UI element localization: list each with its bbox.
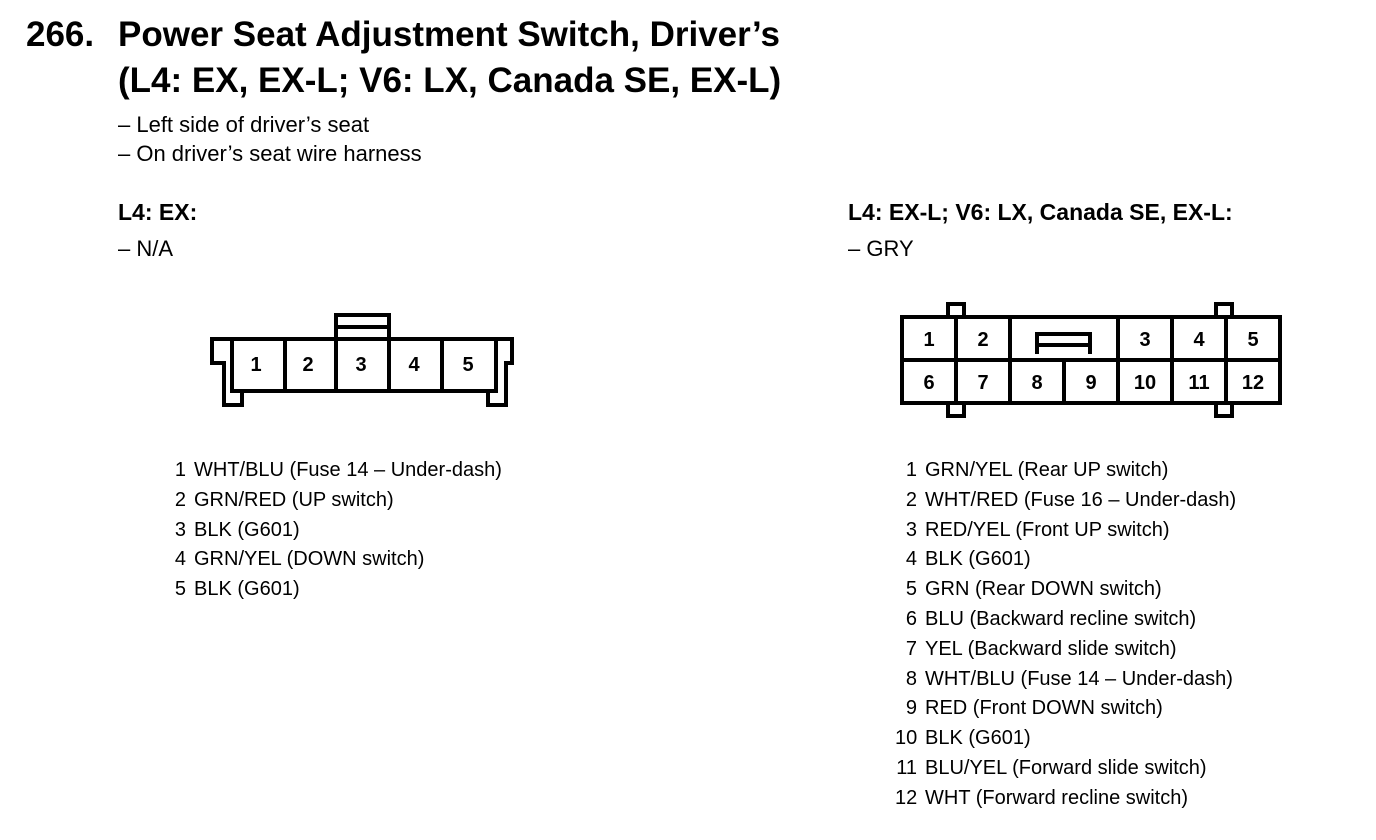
pin-description: BLK (G601): [194, 578, 300, 601]
list-item: 1 WHT/BLU (Fuse 14 – Under-dash): [164, 456, 502, 486]
left-cavity-4: 4: [408, 354, 420, 376]
left-connector-heading: L4: EX:: [118, 199, 198, 225]
right-connector-color: – GRY: [848, 236, 914, 261]
pin-number: 3: [174, 518, 186, 541]
list-item: 2 GRN/RED (UP switch): [164, 486, 502, 516]
pin-number: 5: [174, 578, 186, 601]
list-item: 5 BLK (G601): [164, 575, 502, 605]
alignment-tab: [1214, 401, 1234, 418]
pin-number: 10: [895, 727, 918, 750]
pin-number: 7: [905, 637, 917, 660]
alignment-tab: [1214, 302, 1234, 319]
page-subtitle: (L4: EX, EX-L; V6: LX, Canada SE, EX-L): [118, 61, 782, 100]
list-item: 3 RED/YEL (Front UP switch): [895, 516, 1236, 546]
right-cavity-2: 2: [977, 329, 988, 351]
pin-number: 4: [905, 548, 917, 571]
pin-number: 1: [905, 459, 917, 481]
list-item: 6 BLU (Backward recline switch): [895, 605, 1236, 635]
right-cavity-5: 5: [1247, 329, 1258, 351]
left-cavity-2: 2: [302, 354, 313, 376]
pin-number: 1: [174, 459, 186, 481]
pin-number: 11: [896, 756, 917, 779]
pin-description: BLK (G601): [925, 727, 1031, 750]
right-cavity-10: 10: [1134, 372, 1156, 394]
right-connector-diagram: 1 2 3 4 5 6 7 8 9 10 11 12: [900, 302, 1282, 418]
right-cavity-11: 11: [1188, 372, 1209, 394]
pin-description: BLU/YEL (Forward slide switch): [925, 756, 1207, 779]
pin-number: 9: [905, 697, 917, 720]
pin-number: 2: [174, 488, 186, 511]
list-item: 8 WHT/BLU (Fuse 14 – Under-dash): [895, 665, 1236, 695]
list-item: 3 BLK (G601): [164, 516, 502, 546]
left-connector-color: – N/A: [118, 236, 174, 261]
pin-description: RED/YEL (Front UP switch): [925, 518, 1170, 541]
right-cavity-1: 1: [923, 329, 934, 351]
list-item: 9 RED (Front DOWN switch): [895, 694, 1236, 724]
pin-number: 4: [174, 548, 186, 571]
location-line-1: – Left side of driver’s seat: [118, 112, 370, 137]
pin-description: BLK (G601): [194, 518, 300, 541]
pin-number: 8: [905, 667, 917, 690]
left-cavity-1: 1: [250, 354, 261, 376]
pin-number: 2: [905, 488, 917, 511]
alignment-tab: [946, 302, 966, 319]
right-cavity-12: 12: [1242, 372, 1264, 394]
pin-number: 5: [905, 578, 917, 601]
location-line-2: – On driver’s seat wire harness: [118, 141, 422, 166]
list-item: 10 BLK (G601): [895, 724, 1236, 754]
list-item: 1 GRN/YEL (Rear UP switch): [895, 456, 1236, 486]
pin-description: GRN/RED (UP switch): [194, 488, 394, 511]
left-cavity-5: 5: [462, 354, 473, 376]
pin-description: GRN/YEL (Rear UP switch): [925, 459, 1169, 481]
section-number: 266.: [26, 15, 95, 54]
page-title: Power Seat Adjustment Switch, Driver’s: [118, 15, 780, 54]
pin-number: 12: [895, 786, 918, 809]
list-item: 11 BLU/YEL (Forward slide switch): [895, 754, 1236, 784]
right-cavity-7: 7: [977, 372, 988, 394]
pin-number: 6: [905, 607, 917, 630]
list-item: 12 WHT (Forward recline switch): [895, 784, 1236, 814]
left-cavity-3: 3: [355, 354, 366, 376]
pin-description: GRN (Rear DOWN switch): [925, 578, 1162, 601]
pin-description: WHT (Forward recline switch): [925, 786, 1188, 809]
alignment-tab: [946, 401, 966, 418]
right-connector-heading: L4: EX-L; V6: LX, Canada SE, EX-L:: [848, 199, 1233, 225]
list-item: 4 GRN/YEL (DOWN switch): [164, 545, 502, 575]
list-item: 5 GRN (Rear DOWN switch): [895, 575, 1236, 605]
right-cavity-9: 9: [1085, 372, 1096, 394]
list-item: 7 YEL (Backward slide switch): [895, 635, 1236, 665]
pin-description: GRN/YEL (DOWN switch): [194, 548, 425, 571]
pin-description: WHT/BLU (Fuse 14 – Under-dash): [925, 667, 1233, 690]
pin-number: 3: [905, 518, 917, 541]
left-pin-list: 1 WHT/BLU (Fuse 14 – Under-dash) 2 GRN/RED…: [164, 456, 502, 605]
pin-description: RED (Front DOWN switch): [925, 697, 1163, 720]
pin-description: YEL (Backward slide switch): [925, 637, 1177, 660]
right-cavity-3: 3: [1139, 329, 1150, 351]
right-cavity-6: 6: [923, 372, 934, 394]
pin-description: BLU (Backward recline switch): [925, 607, 1197, 630]
list-item: 4 BLK (G601): [895, 545, 1236, 575]
right-cavity-4: 4: [1193, 329, 1205, 351]
right-pin-list: 1 GRN/YEL (Rear UP switch) 2 WHT/RED (Fuse…: [895, 456, 1236, 814]
left-connector-diagram: 1 2 3 4 5: [210, 313, 514, 407]
right-cavity-8: 8: [1031, 372, 1042, 394]
pin-description: WHT/BLU (Fuse 14 – Under-dash): [194, 459, 502, 481]
pin-description: BLK (G601): [925, 548, 1031, 571]
pin-description: WHT/RED (Fuse 16 – Under-dash): [925, 488, 1237, 511]
list-item: 2 WHT/RED (Fuse 16 – Under-dash): [895, 486, 1236, 516]
